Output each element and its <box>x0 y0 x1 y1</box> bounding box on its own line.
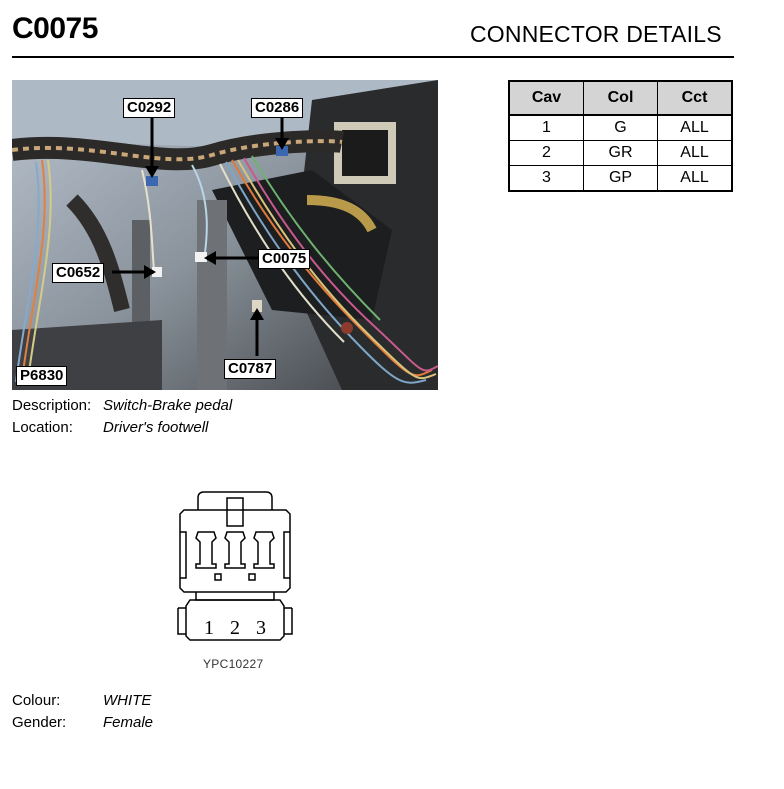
colour-value: WHITE <box>103 692 152 709</box>
gender-value: Female <box>103 714 154 731</box>
description-block: Description: Switch-Brake pedal Location… <box>12 397 412 443</box>
cell-cct: ALL <box>657 140 733 166</box>
cell-col: G <box>583 114 658 141</box>
pin-table: Cav Col Cct 1 G ALL 2 GR ALL 3 GP ALL <box>508 80 733 192</box>
connector-face-graphic <box>177 491 293 641</box>
pin-number-3: 3 <box>256 617 266 639</box>
location-label: Location: <box>12 419 73 436</box>
header-cav: Cav <box>508 80 584 116</box>
cell-cav: 2 <box>508 140 584 166</box>
colour-label: Colour: <box>12 692 61 709</box>
callout-c0286: C0286 <box>251 98 304 118</box>
description-label: Description: <box>12 397 92 414</box>
location-value: Driver's footwell <box>103 419 209 436</box>
table-header-row: Cav Col Cct <box>508 80 733 116</box>
pin-number-1: 1 <box>204 617 214 639</box>
section-heading: CONNECTOR DETAILS <box>470 21 722 47</box>
connector-drawing: 1 2 3 <box>170 488 300 648</box>
callout-c0292: C0292 <box>123 98 176 118</box>
cell-col: GP <box>583 165 658 192</box>
header-cct: Cct <box>657 80 733 116</box>
cell-cct: ALL <box>657 114 733 141</box>
table-row: 2 GR ALL <box>508 140 733 166</box>
pin-number-row: 1 2 3 <box>196 618 274 638</box>
table-row: 1 G ALL <box>508 114 733 141</box>
callout-c0075: C0075 <box>258 249 311 269</box>
cell-cct: ALL <box>657 165 733 192</box>
gender-label: Gender: <box>12 714 67 731</box>
cell-cav: 1 <box>508 114 584 141</box>
description-value: Switch-Brake pedal <box>103 397 233 414</box>
callout-c0652: C0652 <box>52 263 105 283</box>
location-photo-graphic <box>12 80 438 390</box>
header-divider <box>12 56 734 58</box>
cell-cav: 3 <box>508 165 584 192</box>
cell-col: GR <box>583 140 658 166</box>
callout-p6830: P6830 <box>16 366 68 386</box>
connector-reference: YPC10227 <box>203 657 264 671</box>
table-row: 3 GP ALL <box>508 165 733 192</box>
location-photo: C0292 C0286 C0075 C0652 C0787 P6830 <box>12 80 438 390</box>
callout-c0787: C0787 <box>224 359 277 379</box>
page-title: C0075 <box>12 12 98 45</box>
header-col: Col <box>583 80 658 116</box>
properties-block: Colour: WHITE Gender: Female <box>12 692 412 738</box>
pin-number-2: 2 <box>230 617 240 639</box>
